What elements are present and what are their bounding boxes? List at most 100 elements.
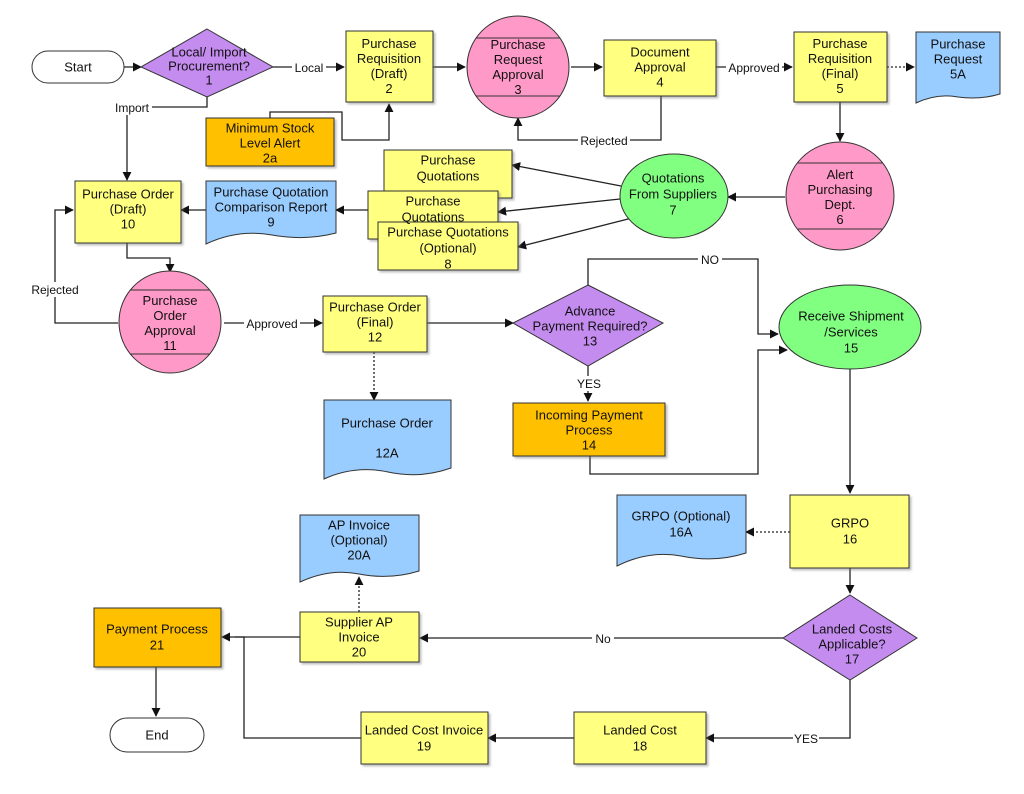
node-label-line: Purchase	[406, 194, 461, 209]
node-20a	[299, 514, 420, 583]
node-8-label: Purchase Quotations(Optional)8	[387, 225, 509, 272]
node-label-line: Requisition	[808, 51, 872, 66]
node-15	[778, 284, 922, 370]
node-label-line: AP Invoice	[328, 518, 390, 533]
node-label-line: 10	[121, 217, 135, 232]
edge-13-no-to-15	[587, 258, 779, 339]
edge-label-rejected-11: Rejected	[31, 283, 78, 297]
edge-label-approved-11: Approved	[246, 317, 297, 331]
node-9	[205, 180, 337, 245]
node-label-line: Local/ Import	[171, 45, 247, 60]
node-label-line: Comparison Report	[215, 200, 328, 215]
node-label-line: (Optional)	[330, 533, 387, 548]
node-label-line: 16	[843, 532, 857, 547]
node-label-line: GRPO (Optional)	[632, 509, 731, 524]
node-label-line: Document	[630, 45, 690, 60]
node-16a-label: GRPO (Optional)16A	[632, 509, 731, 540]
node-label-line: Purchase	[813, 36, 868, 51]
node-label-line: 5	[836, 81, 843, 96]
node-label-line: Quotations	[402, 210, 465, 225]
node-label-line: 7	[669, 203, 676, 218]
node-label-line: Approval	[144, 323, 195, 338]
node-label-line: Receive Shipment	[798, 309, 904, 324]
node-end-label: End	[145, 728, 168, 743]
node-label-line: 6	[836, 212, 843, 227]
node-label-line: Purchase	[491, 37, 546, 52]
node-label-line: Landed Cost Invoice	[365, 723, 484, 738]
node-20a-label: AP Invoice(Optional)20A	[328, 518, 390, 563]
node-14	[512, 402, 666, 457]
edge-label-import: Import	[115, 101, 150, 115]
node-label-line: Order	[153, 308, 187, 323]
node-label-line: 5A	[950, 67, 966, 82]
node-label-line: 3	[514, 82, 521, 97]
node-label-line: Landed Costs	[812, 622, 893, 637]
edge-label-yes-13: YES	[577, 377, 601, 391]
connectors	[54, 62, 915, 743]
node-label-line: Purchase	[421, 153, 476, 168]
node-11	[118, 270, 222, 374]
node-label-line: Dept.	[824, 197, 855, 212]
node-label-line: Minimum Stock	[226, 121, 315, 136]
node-label-line: Start	[64, 60, 92, 75]
node-label-line: 17	[845, 652, 859, 667]
node-label-line: Payment Process	[106, 622, 208, 637]
edge-10-to-11	[126, 243, 175, 273]
node-end	[109, 717, 205, 753]
node-label-line: Advance	[565, 304, 616, 319]
node-label-line: Process	[566, 423, 613, 438]
node-label-line: Procurement?	[168, 59, 250, 74]
node-7	[619, 153, 729, 239]
node-5	[793, 31, 888, 103]
node-label-line: 16A	[669, 525, 692, 540]
node-label-line: Invoice	[338, 630, 379, 645]
node-label-line: Supplier AP	[325, 615, 393, 630]
node-label-line: 12	[368, 330, 382, 345]
node-label-line: Alert	[827, 167, 854, 182]
node-label-line: Request	[494, 52, 543, 67]
node-label-line: 11	[163, 338, 177, 353]
node-label-line: 2a	[263, 151, 278, 166]
node-label-line: 4	[656, 75, 663, 90]
node-8-quotations-back	[383, 149, 513, 199]
node-5a	[915, 31, 1001, 104]
node-label-line: 14	[582, 438, 596, 453]
node-label-line: 20	[352, 645, 366, 660]
node-label-line: 12A	[375, 446, 398, 461]
node-16	[789, 494, 910, 569]
node-label-line: From Suppliers	[629, 187, 718, 202]
node-label-line: 18	[633, 739, 647, 754]
node-label-line: (Final)	[357, 315, 394, 330]
node-label-line: Quotations	[642, 171, 705, 186]
node-label-line: 19	[417, 739, 431, 754]
node-label-line: 15	[844, 341, 858, 356]
node-label-line: Purchase Order	[329, 300, 421, 315]
node-label-line: Requisition	[357, 51, 421, 66]
edge-17-yes-to-18	[705, 680, 851, 743]
node-label-line: Level Alert	[240, 136, 301, 151]
node-4	[603, 39, 717, 97]
node-label-line: Quotations	[417, 169, 480, 184]
node-label-line: Payment Required?	[533, 319, 648, 334]
node-label-line: Purchase	[931, 37, 986, 52]
node-3	[466, 15, 570, 119]
node-1-decision	[139, 28, 275, 98]
node-label-line: 21	[150, 638, 164, 653]
edge-19-to-21	[235, 636, 361, 739]
node-16a	[616, 494, 747, 567]
edge-label-no-17: No	[595, 632, 611, 646]
node-12	[322, 295, 428, 353]
node-13-decision	[511, 284, 665, 367]
